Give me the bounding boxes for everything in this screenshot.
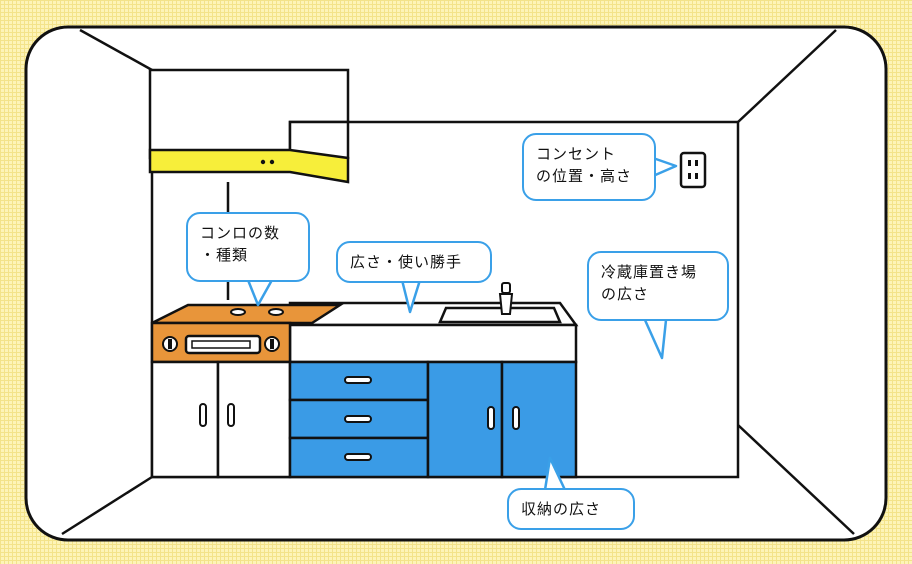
room-perspective-lines: [61, 28, 855, 536]
outlet-callout: コンセント の位置・高さ: [522, 133, 656, 201]
stove-callout: コンロの数 ・種類: [186, 212, 310, 282]
outlet-callout-line-2: の位置・高さ: [536, 167, 633, 185]
counter-callout: 広さ・使い勝手: [336, 241, 492, 283]
drawers: [288, 360, 430, 479]
fridge-callout: 冷蔵庫置き場 の広さ: [587, 251, 729, 321]
outlet-callout-tail: [652, 156, 678, 178]
fridge-callout-line-1: 冷蔵庫置き場: [601, 263, 698, 281]
counter-callout-tail: [400, 279, 422, 314]
stove: [150, 303, 345, 364]
outlet-icon: [679, 151, 707, 189]
outlet-callout-line-1: コンセント: [536, 145, 617, 163]
storage-callout: 収納の広さ: [507, 488, 635, 530]
sink-cabinet: [426, 360, 578, 479]
counter-callout-line-1: 広さ・使い勝手: [350, 253, 463, 271]
fridge-callout-tail: [643, 319, 668, 360]
fridge-callout-line-2: の広さ: [601, 285, 650, 303]
stove-cabinet: [150, 360, 292, 479]
storage-callout-tail: [543, 456, 567, 491]
faucet-icon: [498, 282, 514, 315]
range-hood: [148, 68, 350, 300]
stove-callout-tail: [246, 279, 274, 307]
sink: [438, 306, 562, 324]
stove-callout-line-2: ・種類: [200, 246, 249, 264]
storage-callout-line-1: 収納の広さ: [521, 500, 602, 518]
stove-callout-line-1: コンロの数: [200, 224, 281, 242]
